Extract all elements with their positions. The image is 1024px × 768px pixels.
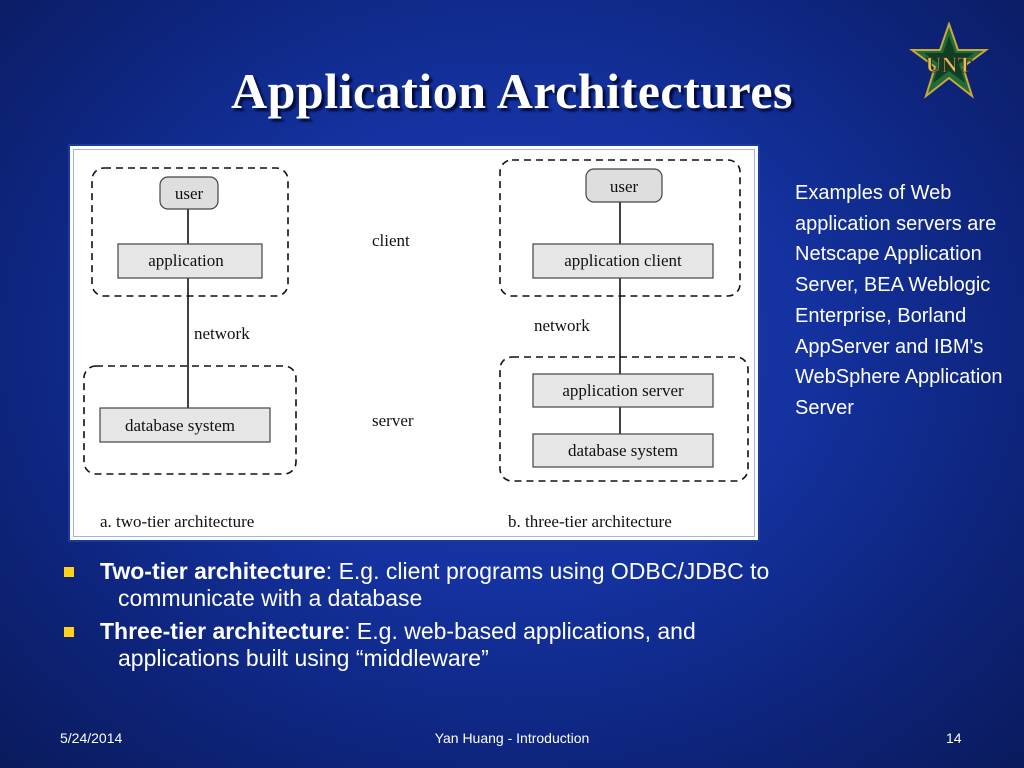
bullet-text-continued: communicate with a database	[118, 585, 423, 611]
two-tier-user-box	[159, 176, 219, 210]
two-tier-client-region	[91, 167, 289, 297]
three-tier-application-client-box	[532, 243, 714, 279]
three-tier-database-label: database system	[568, 441, 678, 460]
two-tier-user-label: user	[175, 184, 204, 203]
two-tier-application-box	[117, 243, 263, 279]
three-tier-user-label: user	[610, 177, 639, 196]
bullet-list: Two-tier architecture: E.g. client progr…	[62, 558, 982, 678]
bullet-square-icon	[64, 627, 74, 637]
bullet-three-tier: Three-tier architecture: E.g. web-based …	[62, 618, 982, 672]
three-tier-application-server-box	[532, 373, 714, 408]
server-label: server	[372, 411, 414, 430]
client-label: client	[372, 231, 410, 250]
unt-logo-icon: UNT	[908, 22, 990, 99]
three-tier-server-region	[499, 356, 749, 482]
three-tier-database-box	[532, 433, 714, 468]
three-tier-application-client-label: application client	[564, 251, 682, 270]
bullet-text: : E.g. client programs using ODBC/JDBC t…	[325, 558, 770, 584]
footer-page-number: 14	[946, 730, 962, 746]
footer-date: 5/24/2014	[60, 730, 123, 746]
two-tier-server-region	[83, 365, 297, 475]
three-tier-user-box	[585, 168, 663, 203]
bullet-text: : E.g. web-based applications, and	[344, 618, 696, 644]
bullet-text-continued: applications built using “middleware”	[118, 645, 489, 671]
side-note: Examples of Web application servers are …	[795, 182, 1003, 419]
three-tier-network-label: network	[534, 316, 590, 335]
logo-text: UNT	[926, 52, 973, 77]
two-tier-database-box	[99, 407, 271, 443]
bullet-term: Three-tier architecture	[100, 618, 345, 644]
bullet-term: Two-tier architecture	[100, 558, 326, 584]
three-tier-caption: b. three-tier architecture	[508, 512, 672, 531]
two-tier-caption: a. two-tier architecture	[100, 512, 254, 531]
two-tier-network-label: network	[194, 324, 250, 343]
architecture-figure: user application network database system…	[68, 144, 760, 542]
architecture-diagram: user application network database system…	[83, 159, 749, 531]
bullet-two-tier: Two-tier architecture: E.g. client progr…	[62, 558, 982, 612]
two-tier-application-label: application	[148, 251, 224, 270]
three-tier-application-server-label: application server	[562, 381, 684, 400]
two-tier-database-label: database system	[125, 416, 235, 435]
footer-author: Yan Huang - Introduction	[434, 730, 590, 746]
slide-title: Application Architectures	[230, 63, 793, 119]
bullet-square-icon	[64, 567, 74, 577]
